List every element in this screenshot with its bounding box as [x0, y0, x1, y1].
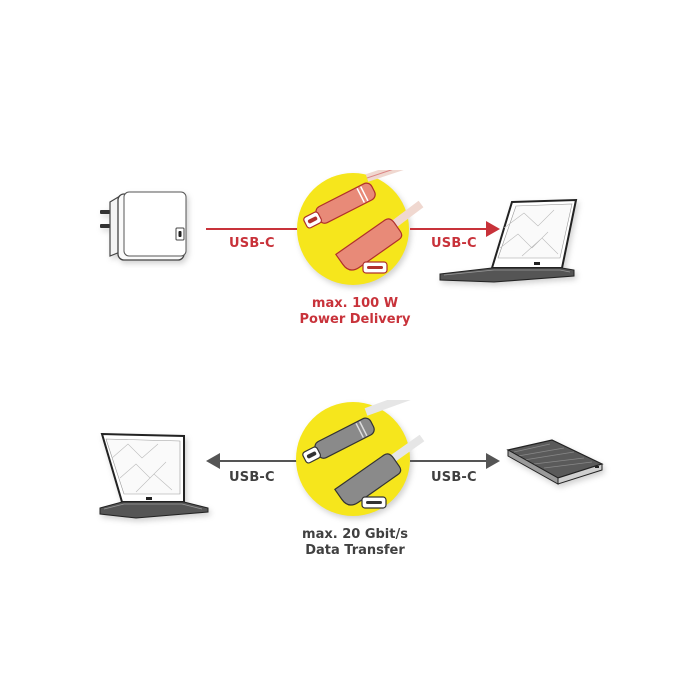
- data-left-line: [216, 460, 300, 462]
- power-right-line: [410, 228, 490, 230]
- external-drive-icon: [506, 439, 604, 485]
- power-caption-line2: Power Delivery: [299, 312, 411, 327]
- power-left-label: USB-C: [229, 236, 275, 251]
- data-right-label: USB-C: [431, 470, 477, 485]
- data-left-label: USB-C: [229, 470, 275, 485]
- laptop-icon: [99, 432, 209, 519]
- power-caption: max. 100 W Power Delivery: [275, 296, 435, 328]
- usb-c-cable-gray-icon: [302, 400, 425, 509]
- usb-c-cable-red-icon: [303, 170, 424, 274]
- power-adapter-icon: [100, 191, 187, 261]
- data-right-line: [410, 460, 490, 462]
- arrow-right-red-icon: [486, 221, 500, 237]
- arrow-left-gray-icon: [206, 453, 220, 469]
- data-caption-line1: max. 20 Gbit/s: [302, 527, 408, 542]
- laptop-icon: [439, 198, 578, 283]
- power-caption-line1: max. 100 W: [311, 296, 399, 311]
- data-caption-line2: Data Transfer: [305, 543, 405, 558]
- arrow-right-gray-icon: [486, 453, 500, 469]
- power-left-line: [206, 228, 300, 230]
- data-caption: max. 20 Gbit/s Data Transfer: [275, 527, 435, 559]
- power-right-label: USB-C: [431, 236, 477, 251]
